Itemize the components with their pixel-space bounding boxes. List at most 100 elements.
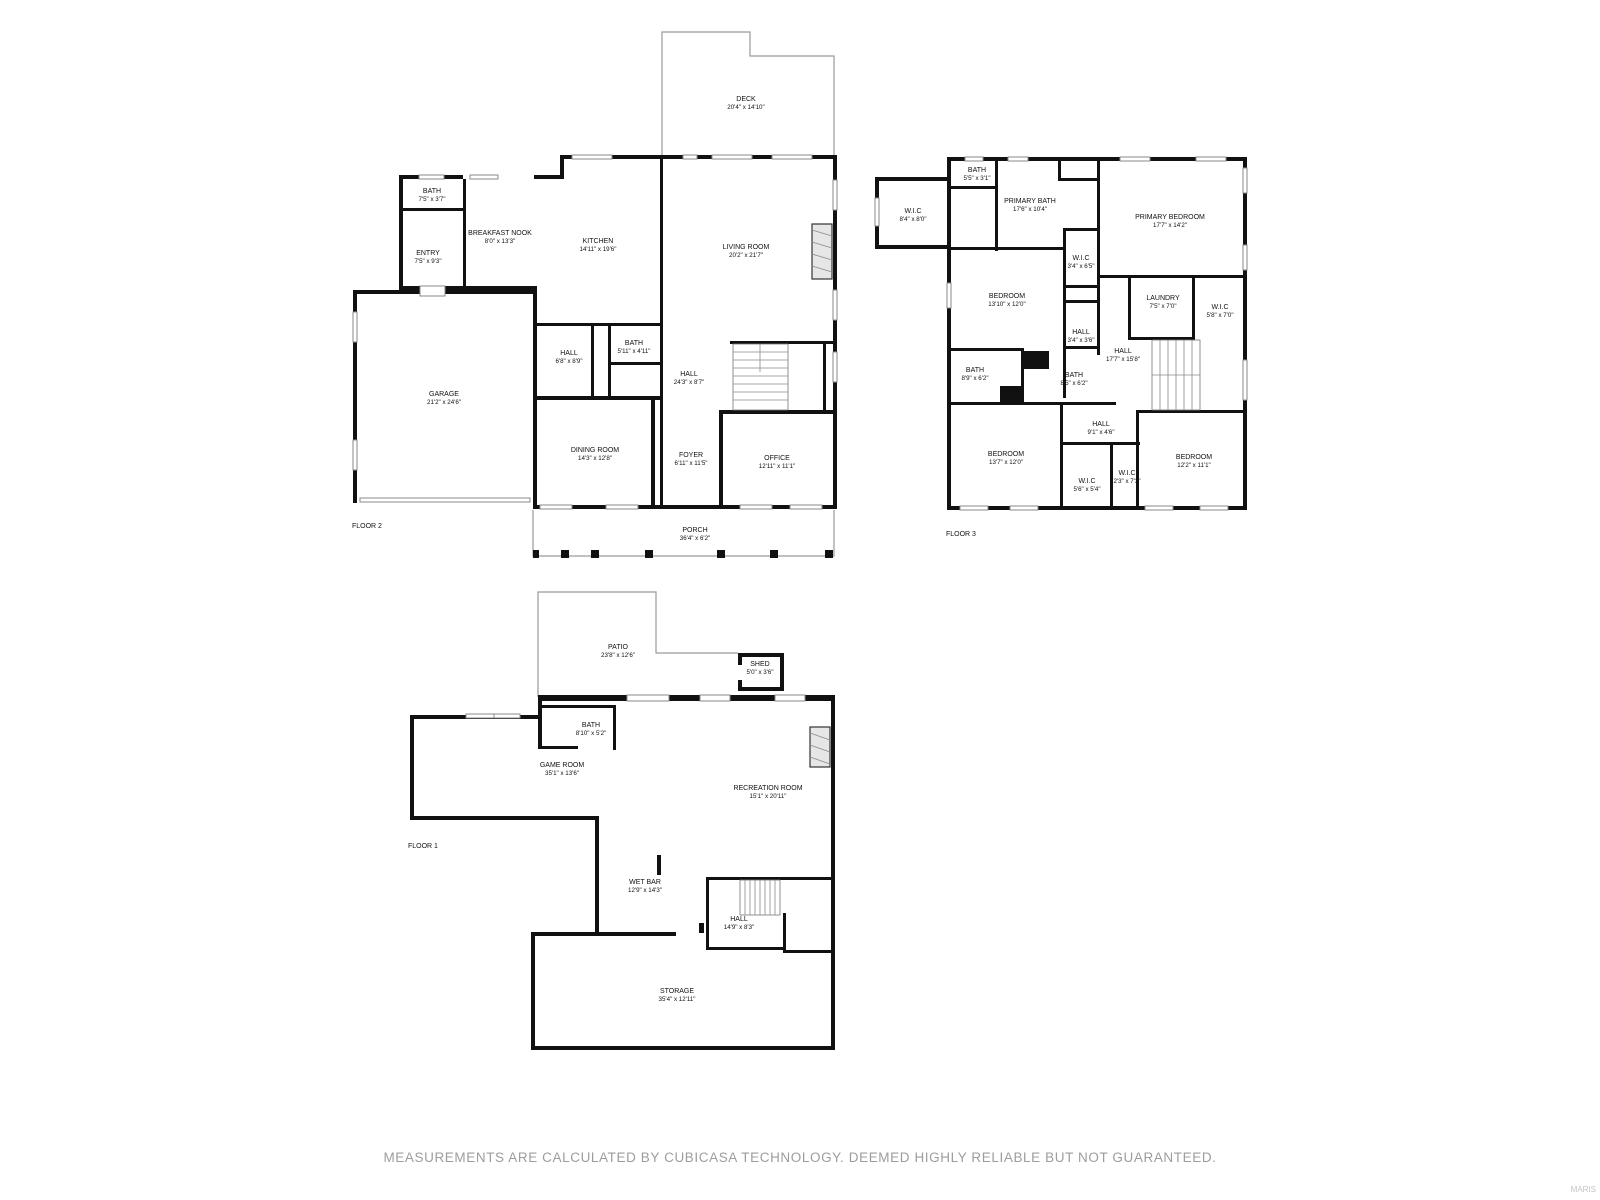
room-dims-bedroom-f3-1: 13'10" x 12'0": [988, 301, 1025, 308]
room-dims-bath-f3-1: 5'5" x 3'1": [963, 175, 990, 182]
room-name-storage: STORAGE: [660, 988, 694, 995]
room-dims-bedroom-f3-2: 13'7" x 12'0": [989, 459, 1023, 466]
room-dims-hall-f3-1: 3'4" x 3'6": [1067, 337, 1094, 344]
room-dims-breakfast-nook: 8'0" x 13'3": [485, 238, 516, 245]
room-name-foyer: FOYER: [679, 452, 703, 459]
room-dims-patio: 23'8" x 12'6": [601, 652, 635, 659]
room-name-hall-f3-3: HALL: [1092, 421, 1110, 428]
room-dims-wic-f3-2: 3'4" x 6'5": [1067, 263, 1094, 270]
room-dims-bedroom-f3-3: 12'2" x 11'1": [1177, 462, 1210, 469]
room-name-porch: PORCH: [682, 527, 707, 534]
room-dims-bath-f1: 8'10" x 5'2": [576, 730, 607, 737]
floor-2-stairs: [732, 343, 789, 411]
porch-outline: [532, 510, 835, 558]
room-name-patio: PATIO: [608, 644, 629, 651]
room-name-kitchen: KITCHEN: [583, 238, 614, 245]
floor-1-plan: [410, 591, 835, 1050]
floor-1-stairs: [739, 879, 781, 916]
room-name-bath-f3-3: BATH: [1065, 372, 1083, 379]
room-name-hall-f3-1: HALL: [1072, 329, 1090, 336]
room-name-deck: DECK: [736, 96, 756, 103]
room-name-hall-f3-2: HALL: [1114, 348, 1132, 355]
room-dims-kitchen: 14'11" x 19'6": [580, 246, 617, 253]
room-dims-dining-room: 14'3" x 12'8": [578, 455, 612, 462]
room-name-living-room: LIVING ROOM: [723, 244, 770, 251]
room-name-bedroom-f3-3: BEDROOM: [1176, 454, 1212, 461]
room-name-hall-f2-1: HALL: [560, 350, 578, 357]
floor-2-windows: [352, 154, 838, 510]
living-room-fireplace: [811, 223, 833, 280]
floor-3-windows: [874, 156, 1248, 511]
room-name-bedroom-f3-1: BEDROOM: [989, 293, 1025, 300]
room-dims-bath-f2-2: 5'11" x 4'11": [617, 348, 650, 355]
room-dims-wic-f3-1: 8'4" x 8'0": [899, 216, 926, 223]
room-name-bath-f3-1: BATH: [968, 167, 986, 174]
room-dims-primary-bath: 17'6" x 10'4": [1013, 206, 1047, 213]
deck-outline: [661, 31, 835, 157]
room-dims-shed: 5'0" x 3'6": [746, 669, 773, 676]
room-dims-hall-f2-1: 6'8" x 8'9": [555, 358, 582, 365]
room-dims-bath-f3-3: 8'5" x 6'2": [1060, 380, 1087, 387]
room-dims-wet-bar: 12'9" x 14'3": [628, 887, 662, 894]
floor-2-label: FLOOR 2: [352, 523, 382, 530]
room-name-primary-bath: PRIMARY BATH: [1004, 198, 1056, 205]
room-name-hall-f2-2: HALL: [680, 371, 698, 378]
room-dims-hall-f3-3: 9'1" x 4'6": [1087, 429, 1114, 436]
room-name-bath-f2-2: BATH: [625, 340, 643, 347]
room-dims-laundry: 7'5" x 7'0": [1149, 303, 1176, 310]
floor-2-plan: [352, 31, 838, 558]
room-dims-bath-f2-1: 7'5" x 3'7": [418, 196, 445, 203]
room-dims-storage: 35'4" x 12'11": [659, 996, 696, 1003]
room-name-laundry: LAUNDRY: [1146, 295, 1180, 302]
room-dims-office: 12'11" x 11'1": [759, 463, 795, 470]
room-name-wic-f3-1: W.I.C: [904, 208, 921, 215]
measurement-disclaimer: MEASUREMENTS ARE CALCULATED BY CUBICASA …: [383, 1150, 1217, 1165]
floor-1-walls: [410, 695, 835, 1050]
room-dims-wic-f3-5: 2'3" x 7'3": [1113, 478, 1140, 485]
floor-3-label: FLOOR 3: [946, 531, 976, 538]
floor-3-stairs: [1151, 339, 1201, 411]
shed-walls: [738, 653, 784, 691]
room-dims-foyer: 6'11" x 11'5": [674, 460, 707, 467]
floor-1-label: FLOOR 1: [408, 843, 438, 850]
room-name-breakfast-nook: BREAKFAST NOOK: [468, 230, 532, 237]
room-name-bath-f2-1: BATH: [423, 188, 441, 195]
room-dims-wic-f3-4: 5'6" x 5'4": [1073, 486, 1100, 493]
room-name-game-room: GAME ROOM: [540, 762, 585, 769]
room-name-wic-f3-2: W.I.C: [1072, 255, 1089, 262]
room-dims-hall-f2-2: 24'3" x 8'7": [674, 379, 705, 386]
room-dims-hall-f3-2: 17'7" x 15'8": [1106, 356, 1140, 363]
room-name-garage: GARAGE: [429, 391, 459, 398]
room-name-wet-bar: WET BAR: [629, 879, 661, 886]
room-dims-bath-f3-2: 8'9" x 6'2": [961, 375, 988, 382]
floor-1-windows: [465, 694, 806, 719]
room-name-office: OFFICE: [764, 455, 790, 462]
room-dims-entry: 7'5" x 9'3": [414, 258, 441, 265]
room-name-recreation-room: RECREATION ROOM: [733, 785, 802, 792]
room-dims-recreation-room: 15'1" x 20'11": [750, 793, 787, 800]
recreation-room-fireplace: [809, 726, 831, 768]
watermark-logo: MARIS: [1570, 1185, 1596, 1194]
room-name-bath-f3-2: BATH: [966, 367, 984, 374]
room-dims-living-room: 20'2" x 21'7": [729, 252, 763, 259]
room-name-wic-f3-5: W.I.C: [1118, 470, 1135, 477]
room-dims-garage: 21'2" x 24'6": [427, 399, 461, 406]
room-name-bedroom-f3-2: BEDROOM: [988, 451, 1024, 458]
room-name-dining-room: DINING ROOM: [571, 447, 619, 454]
room-dims-deck: 20'4" x 14'10": [727, 104, 764, 111]
room-dims-primary-bedroom: 17'7" x 14'2": [1153, 222, 1187, 229]
room-dims-porch: 36'4" x 6'2": [680, 535, 711, 542]
room-name-hall-f1: HALL: [730, 916, 748, 923]
floor-3-plan: [874, 156, 1248, 511]
room-name-wic-f3-3: W.I.C: [1211, 304, 1228, 311]
room-name-shed: SHED: [750, 661, 769, 668]
patio-outline: [537, 591, 738, 697]
room-name-wic-f3-4: W.I.C: [1078, 478, 1095, 485]
room-name-primary-bedroom: PRIMARY BEDROOM: [1135, 214, 1205, 221]
room-name-entry: ENTRY: [416, 250, 440, 257]
room-name-bath-f1: BATH: [582, 722, 600, 729]
room-dims-game-room: 35'1" x 13'6": [545, 770, 579, 777]
room-dims-wic-f3-3: 5'8" x 7'0": [1206, 312, 1233, 319]
room-dims-hall-f1: 14'9" x 8'3": [724, 924, 755, 931]
